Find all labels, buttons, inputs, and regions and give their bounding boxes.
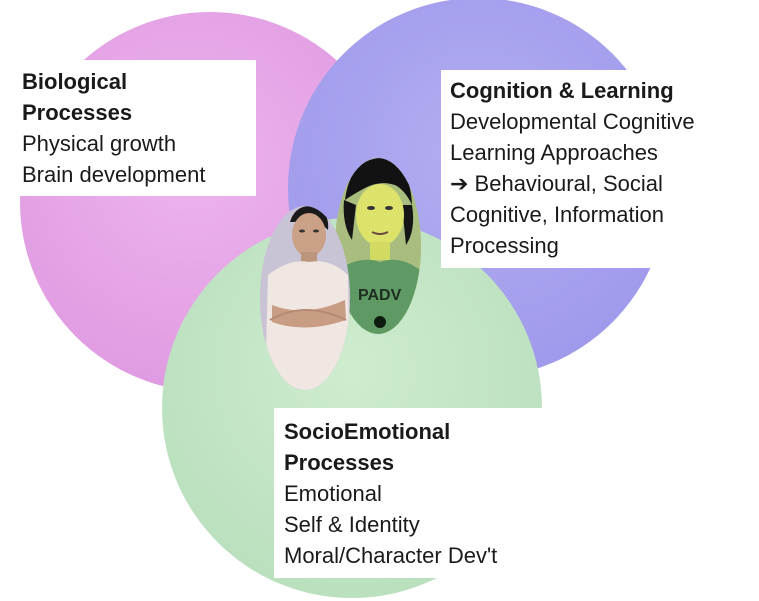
cognition-label-box: Cognition & Learning Developmental Cogni… [441,70,755,268]
cognition-item: Processing [450,233,559,258]
biological-title: Biological Processes [22,69,133,125]
photo-male-student [260,206,350,390]
cognition-title: Cognition & Learning [450,78,674,103]
socioemotional-item: Moral/Character Dev't [284,543,498,568]
biological-item: Brain development [22,162,206,187]
shirt-lettering: PADV [358,287,402,304]
biological-item: Physical growth [22,131,177,156]
socioemotional-label-box: SocioEmotional Processes Emotional Self … [274,408,584,578]
socioemotional-title: SocioEmotional Processes [284,419,451,475]
biological-label-box: Biological Processes Physical growth Bra… [12,60,256,196]
cognition-item: Cognitive, Information [450,202,664,227]
socioemotional-item: Emotional [284,481,382,506]
photo-female-student: PADV [335,158,421,334]
socioemotional-item: Self & Identity [284,512,420,537]
cognition-item: Developmental Cognitive [450,109,695,134]
cognition-item: ➔ Behavioural, Social [450,171,663,196]
cognition-item: Learning Approaches [450,140,658,165]
